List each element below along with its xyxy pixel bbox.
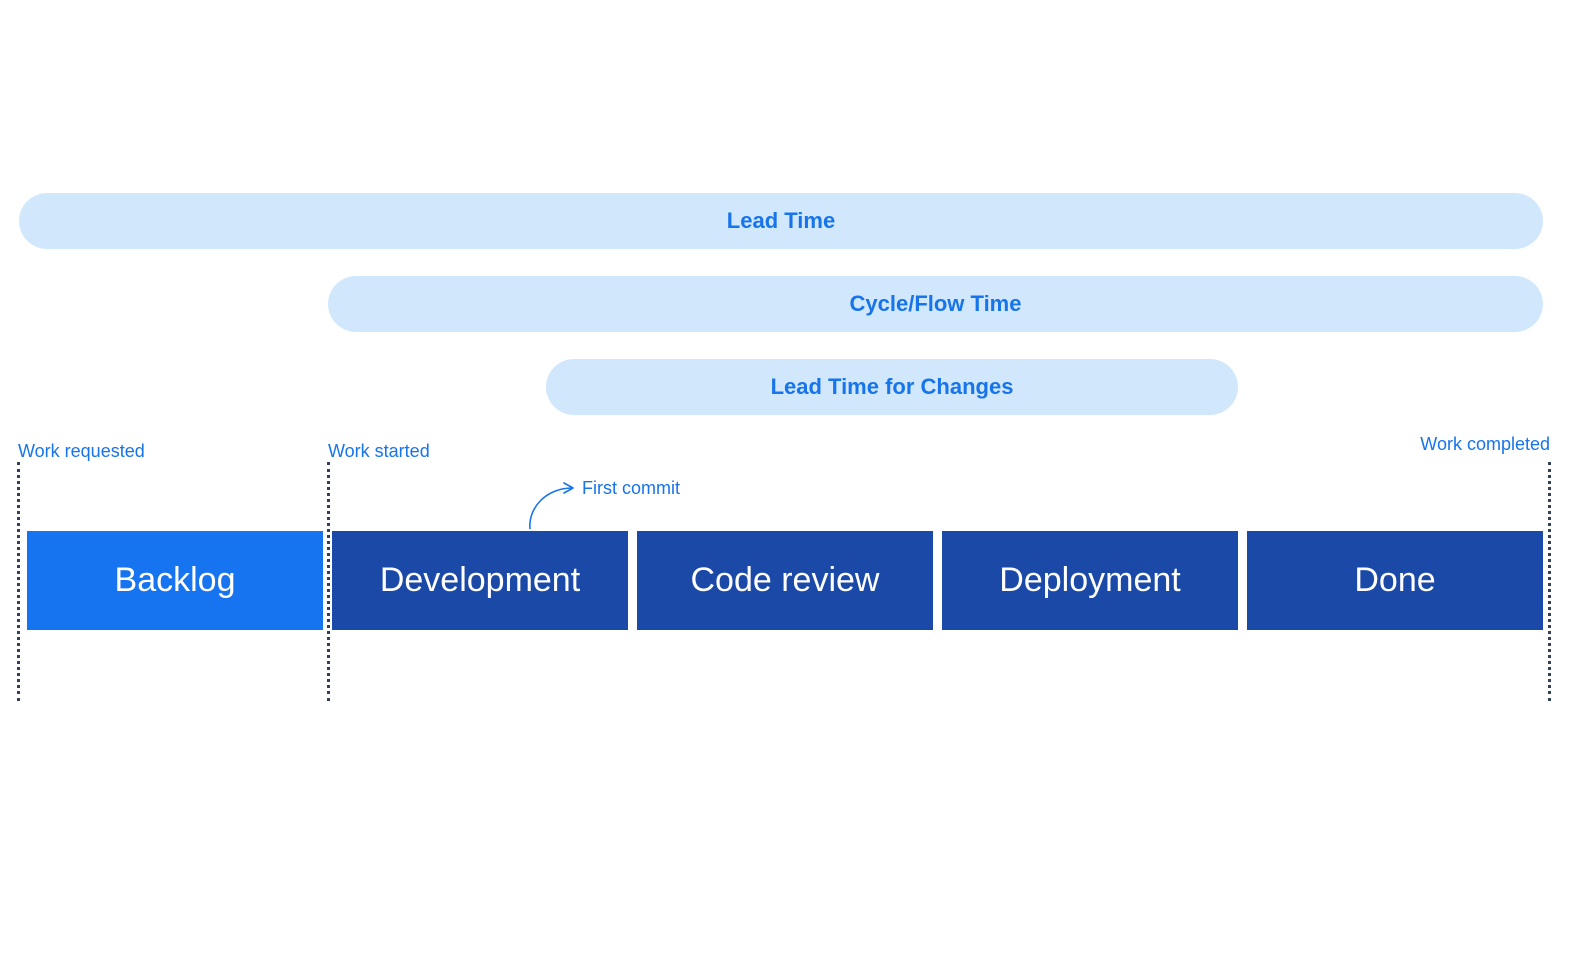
- stage-deployment: Deployment: [942, 531, 1238, 630]
- cycle-flow-time-label: Cycle/Flow Time: [849, 291, 1022, 316]
- stage-backlog-label: Backlog: [114, 561, 236, 599]
- work-started-marker-line: [327, 462, 330, 701]
- lead-time-for-changes-bar: Lead Time for Changes: [546, 359, 1238, 415]
- stage-development: Development: [332, 531, 628, 630]
- stage-backlog: Backlog: [27, 531, 323, 630]
- stage-code-review: Code review: [637, 531, 933, 630]
- stage-development-label: Development: [379, 561, 581, 599]
- first-commit-label: First commit: [582, 478, 680, 498]
- lead-time-bar: Lead Time: [19, 193, 1543, 249]
- stage-code-review-label: Code review: [690, 561, 880, 599]
- first-commit-arrow-icon: [529, 482, 574, 530]
- cycle-flow-time-bar: Cycle/Flow Time: [328, 276, 1543, 332]
- lead-time-for-changes-label: Lead Time for Changes: [770, 374, 1014, 399]
- stage-deployment-label: Deployment: [999, 561, 1181, 599]
- stage-done: Done: [1247, 531, 1543, 630]
- work-completed-marker-line: [1548, 462, 1551, 701]
- work-requested-label: Work requested: [18, 441, 145, 461]
- work-requested-marker-line: [17, 462, 20, 701]
- work-started-label: Work started: [328, 441, 430, 461]
- stage-done-label: Done: [1354, 561, 1436, 599]
- lead-time-label: Lead Time: [726, 208, 836, 233]
- work-completed-label: Work completed: [1420, 434, 1550, 454]
